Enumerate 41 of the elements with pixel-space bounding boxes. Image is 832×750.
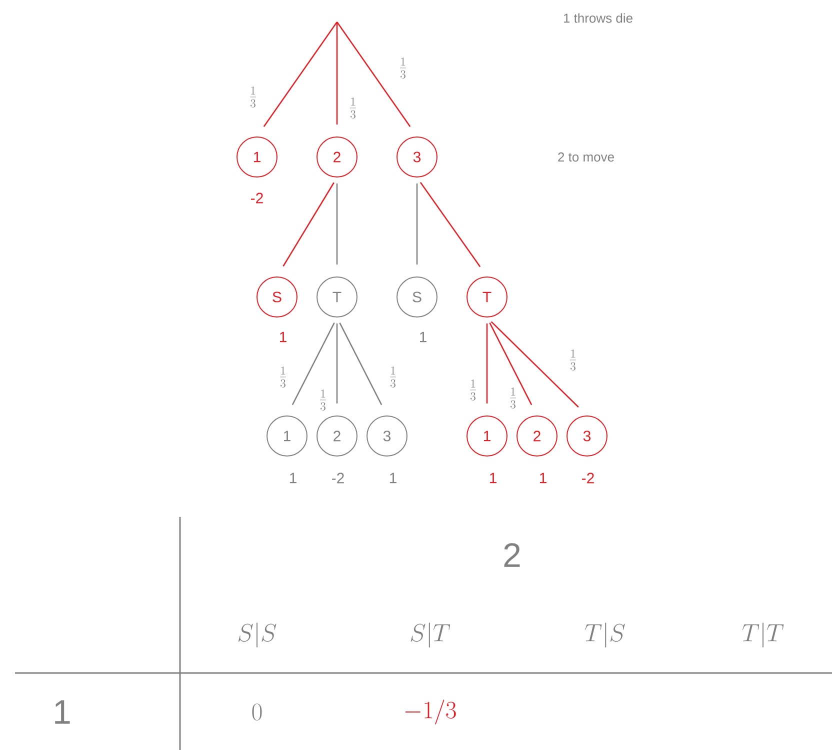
- table-cell: $0$: [252, 704, 262, 720]
- probability-label: $\frac{1}{3}$: [280, 366, 286, 388]
- payoff-label: -2: [582, 472, 594, 484]
- column-header: 2: [504, 543, 520, 567]
- payoff-label: -2: [251, 192, 263, 204]
- tree-branch: [486, 324, 488, 404]
- probability-label: $\frac{1}{3}$: [570, 350, 576, 370]
- tree-branch: [416, 184, 418, 264]
- column-header: $T|T$: [742, 622, 784, 648]
- probability-label: $\frac{1}{3}$: [320, 390, 326, 410]
- probability-label: $\frac{1}{3}$: [250, 86, 256, 108]
- payoff-label: 1: [290, 472, 296, 484]
- probability-label: $\frac{1}{3}$: [390, 366, 396, 388]
- tree-branch: [292, 322, 335, 406]
- probability-label: $\frac{1}{3}$: [470, 380, 476, 400]
- payoff-label: 1: [540, 472, 546, 484]
- table-cell: $-1/3$: [405, 700, 456, 724]
- tree-branch: [489, 322, 532, 406]
- payoff-label: 1: [490, 472, 496, 484]
- column-header: $S|S$: [238, 622, 276, 648]
- row-header: 1: [55, 700, 70, 724]
- column-header: $T|S$: [585, 622, 625, 648]
- tree-branch: [336, 22, 338, 124]
- label-text: 2 to move: [558, 152, 614, 162]
- probability-label: $\frac{1}{3}$: [400, 58, 406, 78]
- tree-branch: [336, 22, 411, 128]
- probability-label: $\frac{1}{3}$: [350, 98, 356, 118]
- payoff-label: 1: [390, 472, 396, 484]
- tree-branch: [339, 322, 382, 406]
- payoff-label: 1: [280, 332, 286, 342]
- tree-branch: [263, 22, 338, 128]
- payoff-label: -2: [332, 472, 344, 484]
- tree-branch: [336, 324, 338, 404]
- label-text: 1 throws die: [564, 13, 632, 23]
- tree-branch: [282, 182, 334, 267]
- payoff-label: 1: [420, 332, 426, 342]
- tree-branch: [420, 182, 481, 268]
- probability-label: $\frac{1}{3}$: [510, 388, 516, 408]
- tree-branch: [490, 321, 579, 408]
- tree-branch: [336, 184, 338, 264]
- column-header: $S|T$: [410, 622, 450, 648]
